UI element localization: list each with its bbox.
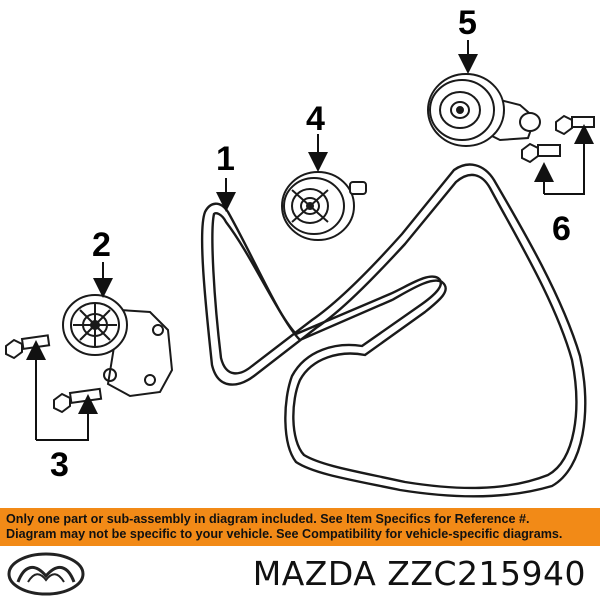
bolt-lower-left — [53, 387, 103, 414]
idler-pulley-bracket — [427, 73, 541, 147]
callout-1: 1 — [216, 140, 235, 178]
leader-lines — [26, 40, 594, 441]
callout-3: 3 — [50, 446, 69, 484]
serpentine-belt — [200, 163, 587, 498]
belt-drive-diagram: 1 2 3 4 5 6 — [5, 4, 595, 498]
notice-line-1: Only one part or sub-assembly in diagram… — [6, 512, 530, 526]
notice-line-2: Diagram may not be specific to your vehi… — [6, 527, 563, 541]
callout-4: 4 — [306, 100, 325, 138]
bolt-lower-right — [521, 142, 561, 164]
notice-banner: Only one part or sub-assembly in diagram… — [0, 508, 600, 546]
mazda-logo-icon — [7, 552, 85, 596]
part-number: MAZDA ZZC215940 — [252, 554, 586, 593]
tensioner-pulley — [62, 294, 174, 398]
callout-6: 6 — [552, 210, 571, 248]
callout-5: 5 — [458, 4, 477, 42]
bolt-upper-left — [5, 334, 51, 360]
idler-pulley — [281, 171, 367, 241]
callout-2: 2 — [92, 226, 111, 264]
bolt-upper-right — [555, 114, 595, 136]
